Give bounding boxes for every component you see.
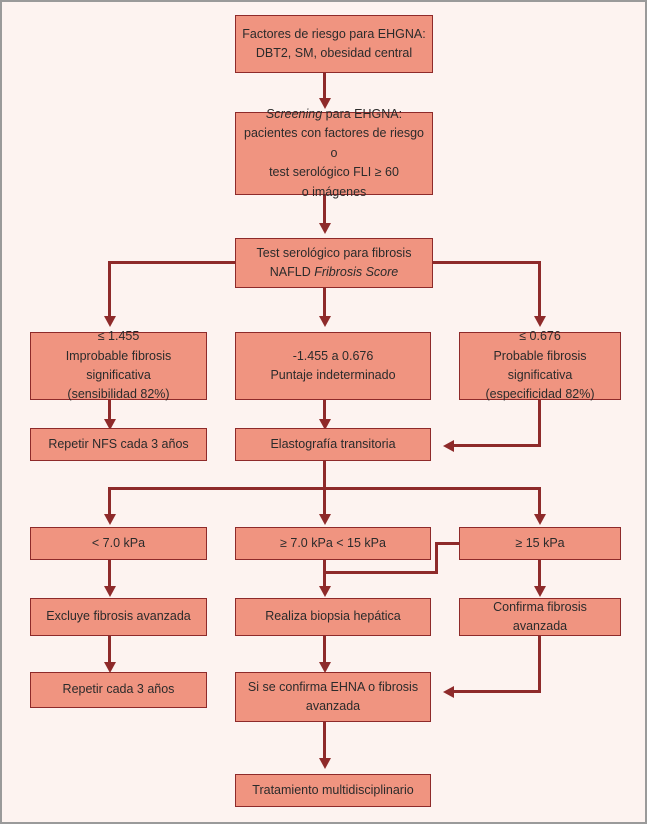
nfs-low-line2: Improbable fibrosis significativa (65, 348, 172, 382)
repeat-3y-label: Repetir cada 3 años (62, 682, 175, 697)
nfs-mid-line2: Puntaje indeterminado (270, 368, 396, 382)
screening-line1-emphasis: Screening (265, 107, 323, 122)
arrowhead-kpamid-to-biopsy (318, 586, 331, 597)
node-risk-factors: Factores de riesgo para EHGNA: DBT2, SM,… (235, 15, 433, 73)
connector-serology-down-right (538, 261, 541, 318)
risk-factors-line2: DBT2, SM, obesidad central (255, 46, 413, 60)
risk-factors-line1: Factores de riesgo para EHGNA: (242, 26, 426, 41)
node-nfs-low: ≤ 1.455 Improbable fibrosis significativ… (30, 329, 207, 402)
connector-elastography-bus (108, 487, 541, 490)
nfs-high-line3: (especificidad 82%) (485, 387, 595, 402)
arrowhead-nfsmid-to-elastography (318, 419, 331, 430)
connector-nfshigh-left (451, 444, 541, 447)
arrowhead-elastography-right (533, 514, 546, 525)
arrowhead-nfslow-to-repeat (103, 419, 116, 430)
connector-confirm-left (451, 690, 541, 693)
serology-line2-emphasis: Fribrosis Score (314, 265, 399, 279)
connector-nfsmid-to-elastography (323, 400, 326, 421)
kpa-high-label: ≥ 15 kPa (515, 535, 565, 550)
arrowhead-nfshigh-to-elastography (443, 439, 454, 452)
arrowhead-screening-to-serology (318, 223, 331, 234)
kpa-low-label: < 7.0 kPa (91, 535, 146, 550)
nfs-mid-line1: -1.455 a 0.676 (292, 348, 374, 363)
connector-risk-to-screening (323, 73, 326, 100)
connector-kpahigh-elbow-to-biopsy (323, 571, 438, 574)
node-nfs-mid: -1.455 a 0.676 Puntaje indeterminado (235, 332, 431, 400)
if-confirmed-line1: Si se confirma EHNA o fibrosis (247, 679, 419, 694)
arrowhead-exclude-to-repeat3y (103, 662, 116, 673)
node-elastography: Elastografía transitoria (235, 428, 431, 461)
arrowhead-serology-right (533, 316, 546, 327)
connector-nfslow-to-repeat (108, 400, 111, 421)
connector-kpahigh-to-confirm (538, 560, 541, 588)
node-kpa-high: ≥ 15 kPa (459, 527, 621, 560)
node-repeat-3y: Repetir cada 3 años (30, 672, 207, 708)
nfs-high-line2: Probable fibrosis significativa (493, 348, 587, 382)
node-repeat-nfs: Repetir NFS cada 3 años (30, 428, 207, 461)
screening-line2: pacientes con factores de riesgo o (244, 126, 424, 160)
nfs-high-line1: ≤ 0.676 (519, 329, 561, 344)
arrowhead-serology-left (103, 316, 116, 327)
screening-line1-rest: para EHGNA: (322, 107, 403, 122)
arrowhead-confirm-to-ifconfirmed (443, 685, 454, 698)
node-exclude-fibrosis: Excluye fibrosis avanzada (30, 598, 207, 636)
screening-line4: o imágenes (301, 184, 367, 199)
connector-elastography-branch-left (108, 487, 111, 516)
connector-screening-to-serology (323, 195, 326, 225)
serology-line2-prefix: NAFLD (269, 265, 315, 279)
connector-serology-down-left (108, 261, 111, 318)
connector-kpahigh-stub-left (435, 542, 461, 545)
confirm-fibrosis-label: Confirma fibrosis avanzada (493, 599, 587, 633)
arrowhead-biopsy-to-ifconfirmed (318, 662, 331, 673)
arrowhead-kpahigh-to-confirm (533, 586, 546, 597)
node-kpa-low: < 7.0 kPa (30, 527, 207, 560)
node-if-confirmed: Si se confirma EHNA o fibrosis avanzada (235, 672, 431, 722)
nfs-low-line3: (sensibilidad 82%) (67, 387, 170, 402)
liver-biopsy-label: Realiza biopsia hepática (265, 609, 401, 624)
connector-serology-split-right (431, 261, 541, 264)
treatment-label: Tratamiento multidisciplinario (252, 782, 414, 797)
connector-elastography-branch-right (538, 487, 541, 516)
node-liver-biopsy: Realiza biopsia hepática (235, 598, 431, 636)
arrowhead-ifconfirmed-to-treatment (318, 758, 331, 769)
node-kpa-mid: ≥ 7.0 kPa < 15 kPa (235, 527, 431, 560)
arrowhead-kpalow-to-exclude (103, 586, 116, 597)
arrowhead-elastography-left (103, 514, 116, 525)
connector-kpalow-to-exclude (108, 560, 111, 588)
serology-line1: Test serológico para fibrosis (256, 245, 412, 260)
arrowhead-serology-center (318, 316, 331, 327)
connector-biopsy-to-ifconfirmed (323, 636, 326, 664)
connector-serology-split-left (108, 261, 237, 264)
nfs-low-line1: ≤ 1.455 (97, 329, 140, 344)
node-screening: Screening para EHGNA: pacientes con fact… (235, 107, 433, 199)
connector-exclude-to-repeat3y (108, 636, 111, 664)
arrowhead-elastography-center (318, 514, 331, 525)
connector-nfshigh-down (538, 400, 541, 447)
node-confirm-fibrosis: Confirma fibrosis avanzada (459, 598, 621, 636)
connector-confirm-down (538, 636, 541, 693)
arrowhead-risk-to-screening (318, 98, 331, 109)
node-serology-test: Test serológico para fibrosis NAFLD Frib… (235, 238, 433, 288)
kpa-mid-label: ≥ 7.0 kPa < 15 kPa (280, 535, 386, 550)
connector-kpahigh-elbow-down (435, 542, 438, 574)
node-nfs-high: ≤ 0.676 Probable fibrosis significativa … (459, 329, 621, 402)
node-treatment: Tratamiento multidisciplinario (235, 774, 431, 807)
connector-kpamid-to-biopsy (323, 560, 326, 588)
connector-serology-down-center (323, 288, 326, 318)
if-confirmed-line2: avanzada (305, 699, 361, 713)
exclude-fibrosis-label: Excluye fibrosis avanzada (46, 609, 191, 624)
repeat-nfs-label: Repetir NFS cada 3 años (48, 436, 189, 451)
screening-line3: test serológico FLI ≥ 60 (269, 165, 399, 180)
elastography-label: Elastografía transitoria (270, 436, 396, 451)
connector-ifconfirmed-to-treatment (323, 722, 326, 760)
